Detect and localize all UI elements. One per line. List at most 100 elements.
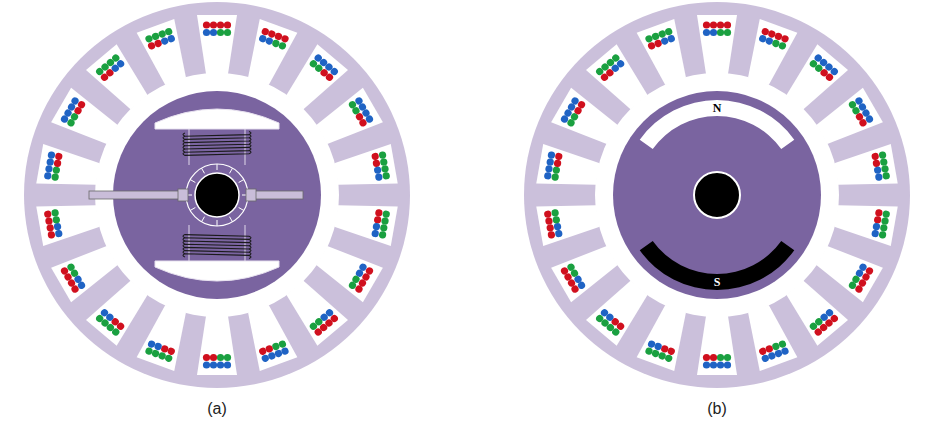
stator-slot: [697, 15, 737, 74]
conductor: [258, 347, 267, 356]
stator-slot: [536, 196, 601, 246]
conductor: [873, 216, 881, 224]
stator-slot: [333, 196, 398, 246]
pole-label: N: [713, 102, 722, 114]
conductor: [881, 165, 889, 173]
conductor: [875, 209, 883, 217]
field-coil: [183, 147, 251, 152]
field-coil: [183, 254, 251, 259]
conductor: [717, 21, 724, 28]
conductor: [710, 21, 717, 28]
conductor: [380, 224, 388, 232]
field-coil: [183, 141, 251, 146]
conductor: [717, 354, 724, 361]
conductor: [53, 222, 61, 230]
stator-slot: [312, 238, 383, 302]
conductor: [824, 72, 834, 82]
conductor: [553, 222, 561, 230]
stator-slot: [240, 19, 298, 88]
conductor: [44, 172, 52, 180]
conductor: [778, 41, 787, 50]
conductor: [577, 100, 587, 110]
conductor: [44, 210, 52, 218]
stator-slot: [551, 88, 622, 152]
conductor: [382, 210, 390, 218]
conductor: [324, 72, 334, 82]
conductor: [553, 159, 561, 167]
conductor: [555, 229, 563, 237]
conductor: [882, 210, 890, 218]
conductor: [217, 354, 224, 361]
stator-slot: [137, 19, 195, 88]
stator-slot: [779, 44, 848, 115]
stator-slot: [779, 275, 848, 346]
conductor: [544, 172, 552, 180]
conductor: [664, 27, 673, 36]
stator-slot: [86, 275, 155, 346]
conductor: [875, 173, 883, 181]
conductor: [210, 354, 217, 361]
conductor: [147, 339, 156, 348]
conductor: [710, 29, 717, 36]
conductor: [616, 59, 626, 69]
conductor: [647, 339, 656, 348]
stator-core: [24, 2, 410, 388]
field-coil: [183, 144, 251, 149]
conductor: [380, 158, 388, 166]
conductor: [378, 231, 386, 239]
field-coil: [183, 238, 251, 243]
conductor: [224, 361, 231, 368]
conductor: [210, 21, 217, 28]
conductor: [724, 361, 731, 368]
shaft: [195, 173, 239, 217]
conductor: [552, 216, 560, 224]
conductor: [217, 29, 224, 36]
conductor: [116, 59, 126, 69]
conductor: [780, 34, 789, 43]
conductor: [378, 151, 386, 159]
field-coil: [183, 151, 251, 156]
conductor: [873, 166, 881, 174]
conductor: [599, 308, 609, 318]
stator-slot: [551, 238, 622, 302]
conductor: [667, 34, 676, 43]
conductor: [547, 151, 555, 159]
stator-slot: [51, 88, 122, 152]
field-coil: [183, 135, 251, 140]
pm-rotor-machine: [524, 2, 910, 388]
conductor: [224, 354, 231, 361]
conductor: [217, 21, 224, 28]
south-magnet: [640, 241, 795, 290]
conductor: [881, 217, 889, 225]
conductor: [880, 158, 888, 166]
conductor: [545, 217, 553, 225]
field-coil: [183, 241, 251, 246]
field-coil: [183, 235, 251, 240]
stator-slot: [637, 302, 695, 371]
conductor: [858, 118, 868, 128]
shaft: [694, 172, 740, 218]
conductor: [717, 29, 724, 36]
conductor: [203, 29, 210, 36]
conductor: [724, 21, 731, 28]
conductor: [375, 173, 383, 181]
stator-slot: [36, 144, 101, 194]
conductor: [278, 41, 287, 50]
conductor: [371, 152, 379, 160]
field-coil: [183, 247, 251, 252]
panel-label: (b): [707, 401, 727, 417]
conductor: [55, 229, 63, 237]
conductor: [52, 216, 60, 224]
brush: [178, 189, 188, 201]
field-coil: [183, 131, 251, 136]
stator-slot: [279, 44, 348, 115]
stator-slot: [586, 44, 655, 115]
air-gap: [595, 73, 839, 317]
stator-slot: [812, 238, 883, 302]
conductor: [77, 100, 87, 110]
conductor: [703, 29, 710, 36]
conductor: [808, 321, 818, 331]
field-coil: [183, 251, 251, 256]
conductor: [381, 165, 389, 173]
